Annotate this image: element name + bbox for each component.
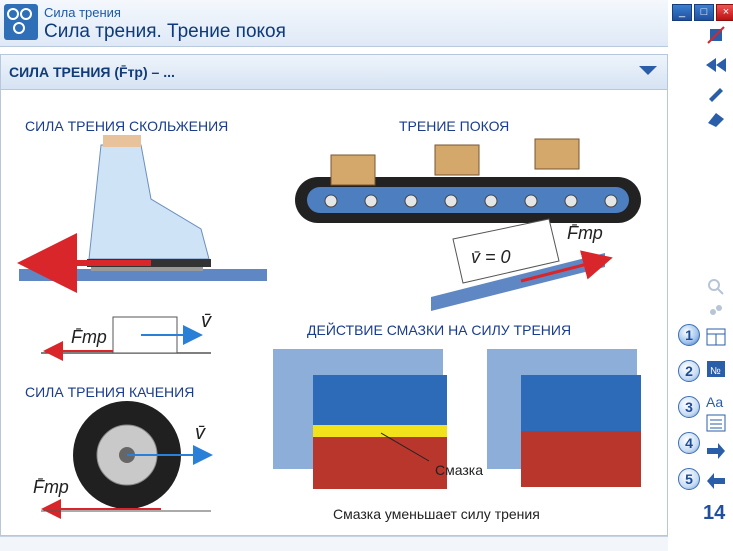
lubricant-caption: Смазка уменьшает силу трения — [333, 506, 540, 522]
no-sound-icon[interactable] — [704, 24, 728, 46]
conveyor-illustration — [295, 138, 641, 223]
app-logo — [4, 4, 38, 40]
velocity-label-rolling: v̄ — [195, 422, 206, 444]
window-title: Сила трения. Трение покоя — [44, 21, 286, 42]
window-controls: _ □ × — [672, 4, 733, 21]
rolling-friction-title: СИЛА ТРЕНИЯ КАЧЕНИЯ — [25, 384, 194, 400]
tools-icon[interactable] — [704, 82, 728, 104]
chevron-down-icon[interactable] — [639, 66, 657, 75]
friction-label-incline: F̄тр — [567, 223, 603, 243]
friction-illustration: СИЛА ТРЕНИЯ СКОЛЬЖЕНИЯ ТРЕНИЕ ПОКОЯ СИЛА… — [16, 118, 641, 522]
lubrication-title: ДЕЙСТВИЕ СМАЗКИ НА СИЛУ ТРЕНИЯ — [307, 321, 571, 338]
slide-1-button[interactable]: 1 — [678, 324, 700, 346]
minimize-button[interactable]: _ — [672, 4, 692, 21]
zoom-in-icon[interactable] — [704, 276, 728, 298]
window-subtitle: Сила трения — [44, 5, 121, 20]
slide-4-button[interactable]: 4 — [678, 432, 700, 454]
friction-label-rolling: F̄тр — [33, 477, 69, 497]
zoom-out-icon[interactable] — [704, 300, 728, 322]
text-icon[interactable]: Aa — [706, 394, 724, 410]
title-bar: Сила трения Сила трения. Трение покоя — [0, 0, 668, 47]
content-panel: СИЛА ТРЕНИЯ (F̄тр) – ... СИЛА ТРЕНИЯ СКО… — [0, 54, 668, 536]
velocity-zero-label: v̄ = 0 — [471, 247, 511, 267]
table-icon[interactable] — [706, 328, 726, 346]
lubrication-illustration: Смазка Смазка уменьшает силу трения — [273, 349, 641, 522]
list-icon[interactable] — [706, 414, 726, 432]
velocity-label-sliding: v̄ — [201, 310, 212, 332]
rewind-icon[interactable] — [704, 54, 728, 76]
svg-text:№: № — [710, 366, 721, 377]
eraser-icon[interactable] — [704, 108, 728, 130]
friction-label-sliding: F̄тр — [71, 327, 107, 347]
maximize-button[interactable]: □ — [694, 4, 714, 21]
sliding-block-diagram: F̄тр v̄ — [41, 310, 212, 361]
static-friction-title: ТРЕНИЕ ПОКОЯ — [399, 118, 509, 134]
incline-diagram: v̄ = 0 F̄тр — [431, 218, 613, 311]
page-number: 14 — [703, 502, 726, 524]
slide-5-button[interactable]: 5 — [678, 468, 700, 490]
slide-2-button[interactable]: 2 — [678, 360, 700, 382]
index-icon[interactable]: № — [706, 360, 726, 378]
close-button[interactable]: × — [716, 4, 733, 21]
wheel-illustration: v̄ F̄тр — [33, 401, 213, 519]
sliding-friction-title: СИЛА ТРЕНИЯ СКОЛЬЖЕНИЯ — [25, 118, 228, 134]
back-arrow-icon[interactable] — [706, 472, 726, 490]
forward-arrow-icon[interactable] — [706, 442, 726, 460]
panel-title: СИЛА ТРЕНИЯ (F̄тр) – ... — [9, 64, 175, 80]
skate-illustration — [16, 135, 267, 293]
lubricant-label: Смазка — [435, 462, 483, 478]
panel-header[interactable]: СИЛА ТРЕНИЯ (F̄тр) – ... — [1, 55, 667, 90]
slide-3-button[interactable]: 3 — [678, 396, 700, 418]
status-bar — [0, 536, 668, 551]
